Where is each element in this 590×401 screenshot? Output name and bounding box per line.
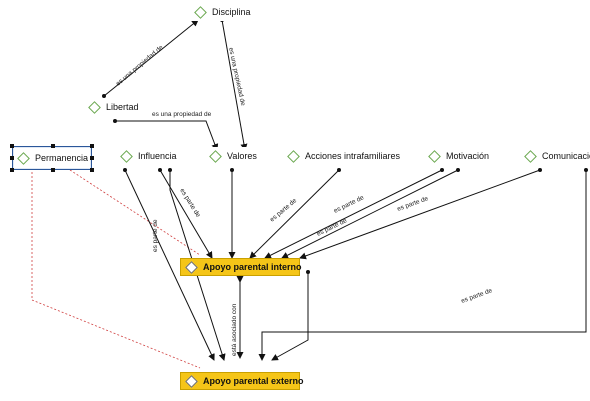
edge-label-motivacion-interno-1: es parte de [333, 194, 366, 215]
node-label: Comunicació [542, 151, 590, 161]
node-motivacion[interactable]: Motivación [424, 147, 496, 165]
link-influencia-interno [159, 169, 213, 259]
edge-label-comunicacion-externo: es parte de [460, 287, 493, 305]
edge-label-comunicacion-interno: es parte de [396, 195, 429, 213]
node-label: Influencia [138, 151, 177, 161]
resize-handle[interactable] [10, 144, 14, 148]
edge-label-libertad-disciplina: es una propiedad de [115, 44, 165, 88]
link-motivacion-interno-2 [281, 169, 459, 259]
link-comunicacion-externo [258, 170, 587, 361]
node-comunicacion[interactable]: Comunicació [520, 147, 590, 165]
edge-label-influencia-externo: es parte de [152, 219, 159, 252]
edge-labels: es una propiedad de es una propiedad de … [115, 44, 494, 356]
resize-handle[interactable] [51, 144, 55, 148]
link-permanencia-externo [169, 170, 226, 361]
node-permanencia[interactable]: Permanencia [10, 144, 94, 172]
concept-icon [524, 149, 537, 163]
node-label: Disciplina [212, 7, 251, 17]
link-comunicacion-interno [299, 169, 541, 260]
link-interno-externo [271, 272, 309, 361]
link-libertad-valores [115, 120, 219, 151]
dashed-link-permanencia-interno [69, 169, 201, 256]
dashed-link-permanencia-externo [31, 172, 201, 369]
link-libertad-disciplina [103, 19, 199, 97]
resize-handle[interactable] [51, 168, 55, 172]
resize-handle[interactable] [90, 144, 94, 148]
concept-icon [209, 149, 222, 163]
concept-icon [185, 374, 198, 388]
concept-icon [185, 260, 198, 274]
concept-icon [428, 149, 441, 163]
link-acciones-interno [249, 169, 340, 259]
edge-label-acciones-interno: es parte de [269, 197, 299, 224]
concept-icon [194, 5, 207, 19]
node-label: Apoyo parental externo [203, 376, 304, 386]
link-disciplina-valores [221, 19, 248, 151]
node-disciplina[interactable]: Disciplina [190, 3, 257, 21]
edge-label-influencia-interno: es parte de [178, 187, 201, 219]
resize-handle[interactable] [10, 156, 14, 160]
node-libertad[interactable]: Libertad [84, 98, 145, 116]
edge-label-asociado: está asociado con [231, 303, 238, 356]
link-influencia-externo [124, 169, 215, 361]
concept-icon [17, 151, 30, 165]
node-acciones[interactable]: Acciones intrafamiliares [283, 147, 407, 165]
node-label: Valores [227, 151, 257, 161]
resize-handle[interactable] [90, 156, 94, 160]
edge-label-libertad-valores: es una propiedad de [152, 111, 212, 118]
node-influencia[interactable]: Influencia [116, 147, 183, 165]
node-label: Libertad [106, 102, 139, 112]
node-label: Apoyo parental interno [203, 262, 302, 272]
dashed-links [31, 169, 201, 369]
node-valores[interactable]: Valores [205, 147, 263, 165]
node-label: Motivación [446, 151, 490, 161]
link-motivacion-interno-1 [264, 169, 443, 259]
concept-icon [88, 100, 101, 114]
endpoint-dots [102, 18, 588, 274]
node-apoyo-interno[interactable]: Apoyo parental interno [180, 258, 302, 276]
resize-handle[interactable] [10, 168, 14, 172]
links [103, 19, 587, 361]
node-apoyo-externo[interactable]: Apoyo parental externo [180, 372, 304, 390]
node-label: Acciones intrafamiliares [305, 151, 401, 161]
resize-handle[interactable] [90, 168, 94, 172]
concept-icon [120, 149, 133, 163]
edge-label-disciplina-valores: es una propiedad de [227, 47, 246, 107]
node-label: Permanencia [35, 153, 89, 163]
concept-icon [287, 149, 300, 163]
